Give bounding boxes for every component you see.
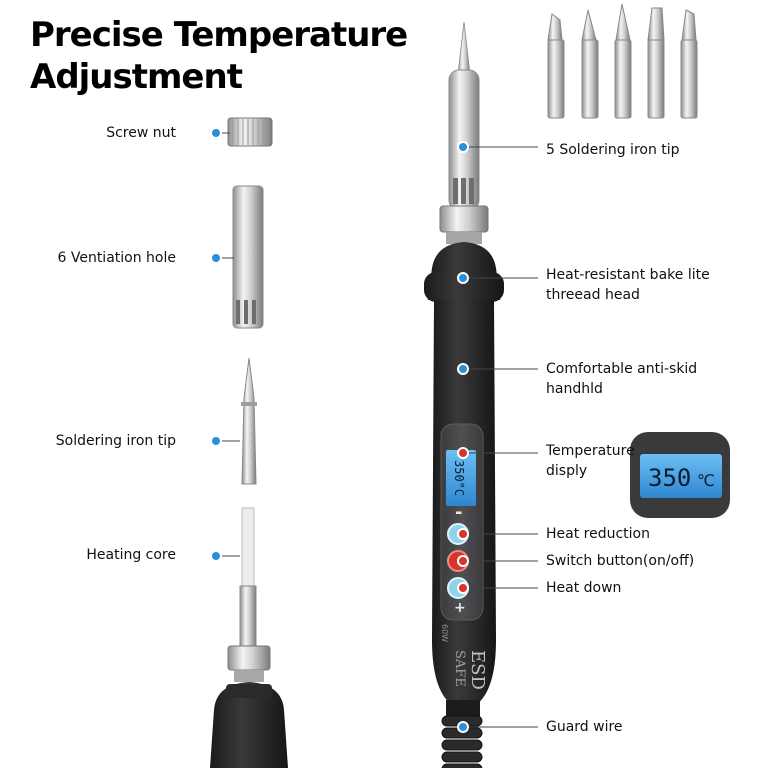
safe-mark: SAFE xyxy=(452,650,467,687)
display-zoom: 350 ℃ xyxy=(630,432,730,518)
tip-5 xyxy=(680,9,698,119)
heating-core-part xyxy=(210,507,288,768)
title-line-2: Adjustment xyxy=(30,57,243,97)
label-guard-wire: Guard wire xyxy=(546,719,623,735)
page-title: Precise Temperature Adjustment xyxy=(30,14,408,98)
label-bakelite-head: Heat-resistant bake lite threead head xyxy=(546,267,710,303)
display-unit: ℃ xyxy=(697,471,715,490)
tip-3 xyxy=(614,3,632,119)
soldering-iron: 350°C - + ESD SAFE 60W xyxy=(424,21,504,768)
label-soldering-tip: Soldering iron tip xyxy=(55,433,176,449)
ventilation-sleeve-part xyxy=(232,185,264,329)
watt-mark: 60W xyxy=(440,624,449,642)
label-switch-button: Switch button(on/off) xyxy=(546,553,695,569)
five-tips xyxy=(547,3,698,119)
tip-4 xyxy=(647,7,665,119)
tip-1 xyxy=(547,13,565,119)
iron-lcd-reading: 350°C xyxy=(452,460,466,496)
label-temperature-display: Temperature disply xyxy=(546,443,635,479)
display-reading: 350 xyxy=(648,464,691,492)
plus-symbol: + xyxy=(454,600,466,616)
label-handle: Comfortable anti-skid handhld xyxy=(546,361,698,397)
label-heat-down: Heat down xyxy=(546,580,622,596)
label-heating-core: Heating core xyxy=(86,547,176,563)
callout-dots xyxy=(210,127,469,733)
label-screw-nut: Screw nut xyxy=(106,125,176,141)
esd-mark: ESD xyxy=(467,650,488,690)
label-heat-reduction: Heat reduction xyxy=(546,526,650,542)
screw-nut-part xyxy=(227,117,273,147)
label-five-tips: 5 Soldering iron tip xyxy=(546,142,680,158)
title-line-1: Precise Temperature xyxy=(30,15,408,55)
callout-lines xyxy=(222,132,538,728)
label-ventilation-hole: 6 Ventiation hole xyxy=(57,250,176,266)
minus-symbol: - xyxy=(455,502,462,523)
tip-2 xyxy=(581,9,599,119)
soldering-tip-part xyxy=(241,357,257,485)
